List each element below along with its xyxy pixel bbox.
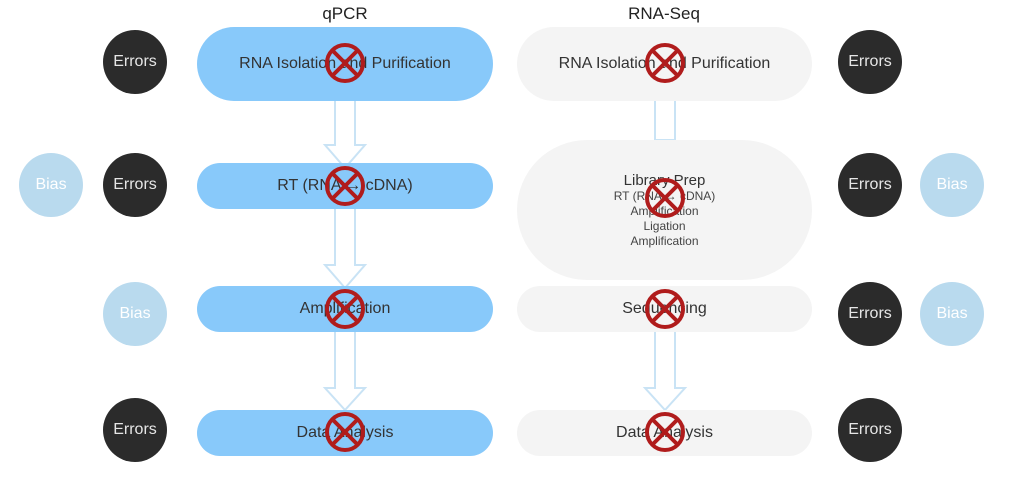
qpcr-column-title: qPCR: [322, 4, 368, 23]
errors-badge: Errors: [103, 398, 167, 462]
qpcr-arrow-1: [322, 99, 368, 170]
library-prep-line: Amplification: [630, 233, 699, 248]
bias-badge: Bias: [103, 282, 167, 346]
prohibited-icon: [325, 166, 365, 206]
prohibited-icon: [325, 43, 365, 83]
rnaseq-arrow-2: [642, 329, 688, 412]
rnaseq-arrow-1: [654, 99, 676, 141]
qpcr-arrow-3: [322, 329, 368, 412]
errors-badge: Errors: [838, 30, 902, 94]
qpcr-arrow-2: [322, 207, 368, 290]
errors-badge: Errors: [103, 30, 167, 94]
prohibited-icon: [645, 289, 685, 329]
bias-badge: Bias: [920, 153, 984, 217]
prohibited-icon: [325, 412, 365, 452]
prohibited-icon: [645, 412, 685, 452]
errors-badge: Errors: [103, 153, 167, 217]
prohibited-icon: [645, 178, 685, 218]
errors-badge: Errors: [838, 398, 902, 462]
rnaseq-column-title: RNA-Seq: [628, 4, 700, 23]
prohibited-icon: [645, 43, 685, 83]
bias-badge: Bias: [920, 282, 984, 346]
prohibited-icon: [325, 289, 365, 329]
library-prep-line: Ligation: [643, 218, 686, 233]
errors-badge: Errors: [838, 282, 902, 346]
errors-badge: Errors: [838, 153, 902, 217]
bias-badge: Bias: [19, 153, 83, 217]
